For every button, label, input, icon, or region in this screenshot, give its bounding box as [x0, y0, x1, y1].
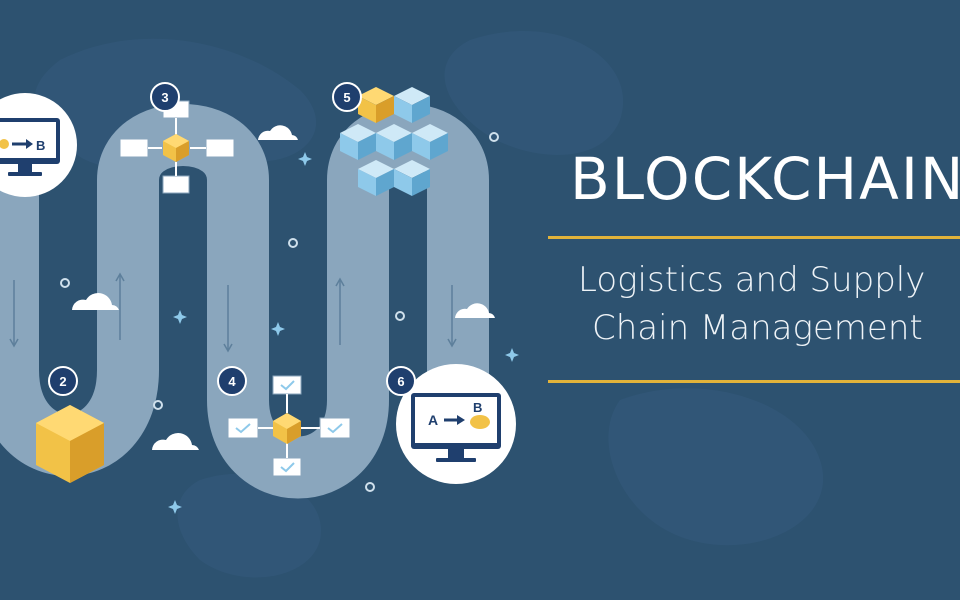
cube-face-5-1: [358, 169, 376, 196]
monitor-label-from: A: [428, 412, 438, 428]
cube-face-0-2: [376, 96, 394, 123]
divider-top: [548, 236, 960, 239]
gold-block-icon: [36, 405, 104, 483]
divider-bottom: [548, 380, 960, 384]
step-badge-4: 4: [217, 366, 247, 396]
step-badge-3: 3: [150, 82, 180, 112]
svg-text:3: 3: [161, 90, 168, 105]
cube-face-3-1: [376, 133, 394, 160]
network-node-step-4: [227, 375, 351, 477]
sparkle-icon: [168, 152, 519, 514]
svg-text:2: 2: [59, 374, 66, 389]
cube-face-1-2: [412, 96, 430, 123]
cube-face-0-1: [358, 96, 376, 123]
subtitle-line-1: Logistics and Supply: [578, 260, 926, 300]
transfer-monitor-icon: A B: [396, 364, 516, 484]
svg-text:6: 6: [397, 374, 404, 389]
cube-face-4-1: [412, 133, 430, 160]
step-badge-6: 6: [386, 366, 416, 396]
cube-face-4-2: [430, 133, 448, 160]
page-title: BLOCKCHAIN: [570, 145, 960, 213]
step-badge-2: 2: [48, 366, 78, 396]
headline-block: BLOCKCHAIN Logistics and Supply Chain Ma…: [548, 145, 960, 384]
ring-icon: [60, 132, 499, 492]
start-monitor-icon: B: [0, 93, 77, 197]
cube-face-6-2: [412, 169, 430, 196]
monitor-label-to: B: [473, 400, 482, 415]
svg-text:B: B: [36, 138, 45, 153]
world-map-background: [34, 31, 824, 578]
svg-text:5: 5: [343, 90, 350, 105]
step-badge-5: 5: [332, 82, 362, 112]
cube-face-6-1: [394, 169, 412, 196]
cube-face-2-2: [358, 133, 376, 160]
svg-text:4: 4: [228, 374, 236, 389]
cube-face-1-1: [394, 96, 412, 123]
block-cluster-icon: [340, 87, 448, 196]
cube-face-3-2: [394, 133, 412, 160]
cube-face-2-1: [340, 133, 358, 160]
step-badges: 2 3 4 5 6: [48, 82, 416, 396]
cube-face-5-2: [376, 169, 394, 196]
cloud-icon: [72, 125, 495, 450]
page-subtitle: Logistics and Supply Chain Management: [548, 257, 960, 352]
subtitle-line-2: Chain Management: [592, 307, 923, 348]
